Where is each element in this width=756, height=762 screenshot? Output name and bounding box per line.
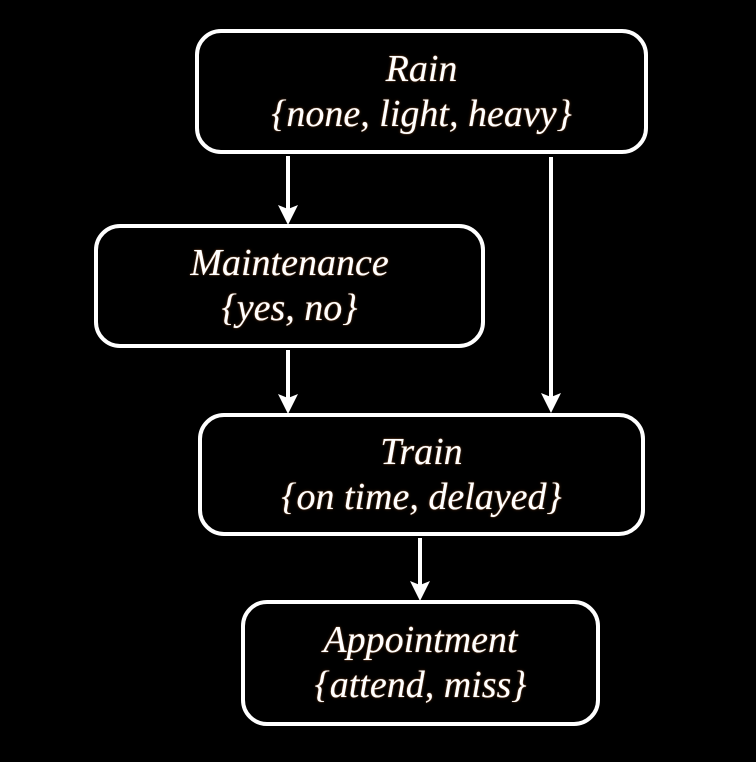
node-train[interactable]: Train {on time, delayed} — [198, 413, 645, 536]
node-maintenance-states: {yes, no} — [221, 287, 358, 329]
node-train-title: Train — [380, 430, 463, 473]
node-rain-states: {none, light, heavy} — [271, 92, 572, 135]
node-train-states: {on time, delayed} — [281, 475, 562, 518]
node-maintenance-title: Maintenance — [190, 242, 389, 285]
node-appointment-states: {attend, miss} — [314, 664, 527, 706]
node-rain[interactable]: Rain {none, light, heavy} — [195, 29, 648, 154]
node-appointment-title: Appointment — [323, 619, 518, 662]
node-rain-title: Rain — [385, 47, 458, 90]
node-appointment[interactable]: Appointment {attend, miss} — [241, 600, 600, 726]
node-maintenance[interactable]: Maintenance {yes, no} — [94, 224, 485, 348]
